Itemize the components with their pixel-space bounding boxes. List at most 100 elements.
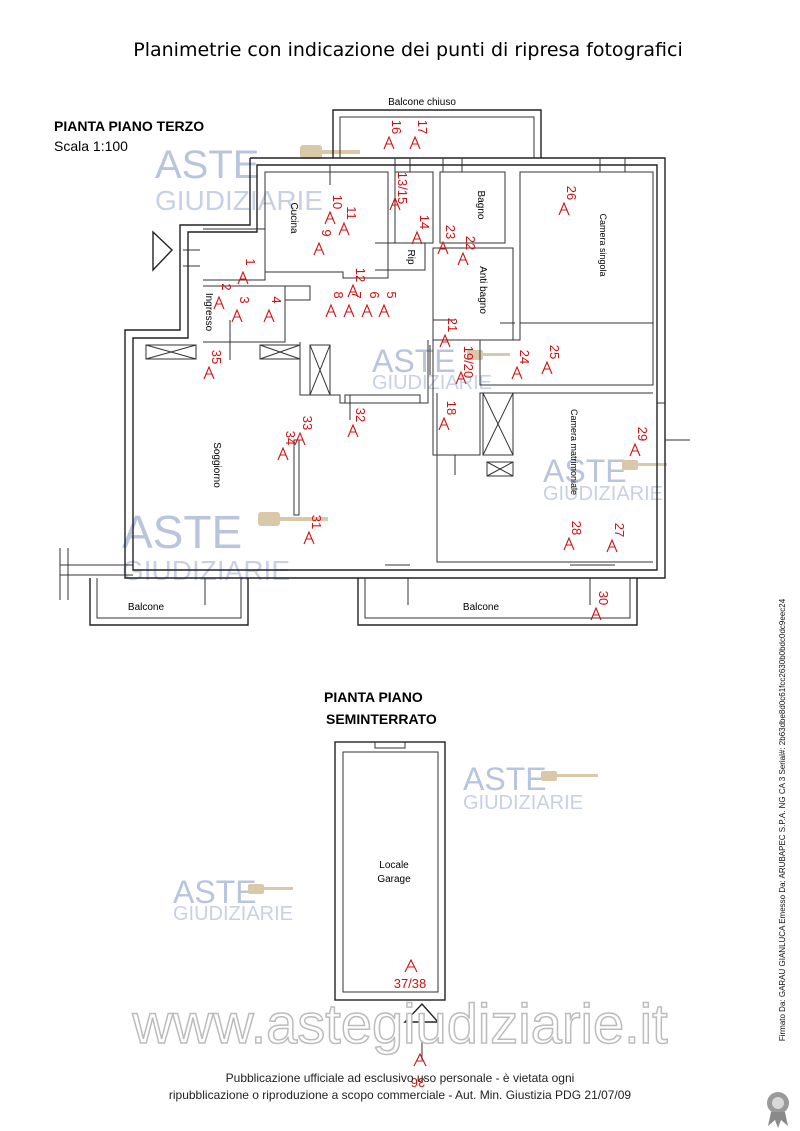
camera-point-label: 3 <box>237 296 252 303</box>
svg-text:ASTE: ASTE <box>155 143 259 187</box>
aste-watermark-6: ASTE GIUDIZIARIE <box>173 874 293 925</box>
camera-point: 34 <box>277 431 298 461</box>
room-balcone-right: Balcone <box>463 602 500 613</box>
camera-point-label: 16 <box>389 120 404 134</box>
room-bagno: Bagno <box>475 191 486 220</box>
camera-point-label: 31 <box>309 515 324 529</box>
camera-arrow-icon <box>343 303 355 318</box>
camera-arrow-icon <box>563 536 575 551</box>
camera-arrow-icon <box>409 135 421 150</box>
camera-arrow-icon <box>325 303 337 318</box>
camera-point-label: 37/38 <box>394 976 427 991</box>
camera-point: 19/20 <box>455 346 476 385</box>
camera-arrow-icon <box>541 360 553 375</box>
room-cucina: Cucina <box>288 202 299 234</box>
svg-text:GIUDIZIARIE: GIUDIZIARIE <box>543 483 663 505</box>
camera-point: 16 <box>383 120 404 150</box>
camera-point: 32 <box>347 408 368 438</box>
camera-point-label: 9 <box>319 229 334 236</box>
pillar <box>344 394 421 404</box>
camera-point: 29 <box>629 427 650 457</box>
camera-point: 7 <box>343 291 364 318</box>
camera-arrow-icon <box>347 423 359 438</box>
basement-walls <box>334 741 446 1060</box>
aste-watermark-1: ASTE GIUDIZIARIE <box>155 143 323 216</box>
camera-point-label: 27 <box>612 523 627 537</box>
camera-arrow-icon <box>413 1052 427 1067</box>
camera-point-label: 21 <box>445 318 460 332</box>
camera-point-label: 6 <box>367 291 382 298</box>
camera-arrow-icon <box>590 606 602 621</box>
camera-point-label: 18 <box>444 401 459 415</box>
camera-point-label: 8 <box>331 291 346 298</box>
camera-arrow-icon <box>411 230 423 245</box>
camera-point-label: 4 <box>269 296 284 303</box>
camera-arrow-icon <box>294 431 306 446</box>
camera-point-label: 12 <box>353 268 368 282</box>
svg-text:ASTE: ASTE <box>173 874 257 910</box>
camera-arrow-icon <box>324 210 336 225</box>
camera-point-label: 13/15 <box>395 172 410 205</box>
camera-arrow-icon <box>437 240 449 255</box>
page-title: Planimetrie con indicazione dei punti di… <box>133 39 683 61</box>
camera-point: 11 <box>338 206 359 236</box>
svg-text:GIUDIZIARIE: GIUDIZIARIE <box>155 185 323 216</box>
camera-arrow-icon <box>558 201 570 216</box>
camera-point-label: 23 <box>443 225 458 239</box>
camera-point-label: 32 <box>353 408 368 422</box>
camera-arrow-icon <box>237 270 249 285</box>
camera-point-label: 26 <box>564 186 579 200</box>
room-camera-singola: Camera singola <box>598 213 608 276</box>
room-labels: Balcone chiuso Cucina Bagno Rip Anti bag… <box>128 97 608 613</box>
camera-arrow-icon <box>629 442 641 457</box>
room-balcone-chiuso: Balcone chiuso <box>388 97 456 108</box>
camera-point: 28 <box>563 521 584 551</box>
room-garage: Garage <box>377 874 411 885</box>
camera-point: 36 <box>411 1052 427 1090</box>
camera-point: 18 <box>438 401 459 431</box>
camera-arrow-icon <box>263 308 275 323</box>
room-balcone-left: Balcone <box>128 602 165 613</box>
camera-point: 27 <box>606 523 627 553</box>
room-anti-bagno: Anti bagno <box>477 266 488 314</box>
footer-line-1: Pubblicazione ufficiale ad esclusivo uso… <box>226 1071 575 1085</box>
camera-point: 17 <box>409 120 430 150</box>
room-rip: Rip <box>405 249 416 264</box>
camera-arrow-icon <box>389 196 401 211</box>
seal-icon <box>767 1092 789 1128</box>
camera-point: 8 <box>325 291 346 318</box>
camera-point-label: 2 <box>219 283 234 290</box>
camera-point: 23 <box>437 225 458 255</box>
camera-point: 35 <box>203 350 224 380</box>
camera-point: 5 <box>378 291 399 318</box>
camera-arrow-icon <box>303 530 315 545</box>
room-ingresso: Ingresso <box>203 293 214 332</box>
camera-point-label: 30 <box>596 591 611 605</box>
camera-point: 21 <box>439 318 460 348</box>
camera-point: 2 <box>213 283 234 310</box>
camera-point-label: 7 <box>349 291 364 298</box>
aste-watermark-3: ASTE GIUDIZIARIE <box>122 506 290 586</box>
camera-point-label: 33 <box>300 416 315 430</box>
footer-line-2: ripubblicazione o riproduzione a scopo c… <box>169 1088 632 1102</box>
camera-point-label: 5 <box>384 291 399 298</box>
camera-arrow-icon <box>213 295 225 310</box>
camera-point-label: 1 <box>243 258 258 265</box>
svg-text:ASTE: ASTE <box>122 506 242 558</box>
pillar <box>486 461 514 477</box>
camera-point-label: 25 <box>547 345 562 359</box>
digital-signature: Firmato Da: GARAU GIANLUCA Emesso Da: AR… <box>778 598 787 1041</box>
camera-arrow-icon <box>378 303 390 318</box>
site-watermark: www.astegiudiziarie.it <box>131 992 668 1055</box>
camera-arrow-icon <box>439 333 451 348</box>
camera-point-label: 19/20 <box>461 346 476 379</box>
camera-point-label: 35 <box>209 350 224 364</box>
aste-watermark-2: ASTE GIUDIZIARIE <box>372 343 492 394</box>
camera-point: 25 <box>541 345 562 375</box>
camera-arrow-icon <box>347 283 359 298</box>
camera-point-label: 24 <box>517 350 532 364</box>
camera-point: 9 <box>313 229 334 256</box>
camera-point-label: 34 <box>283 431 298 445</box>
pillar <box>145 344 197 360</box>
room-locale: Locale <box>379 860 409 871</box>
